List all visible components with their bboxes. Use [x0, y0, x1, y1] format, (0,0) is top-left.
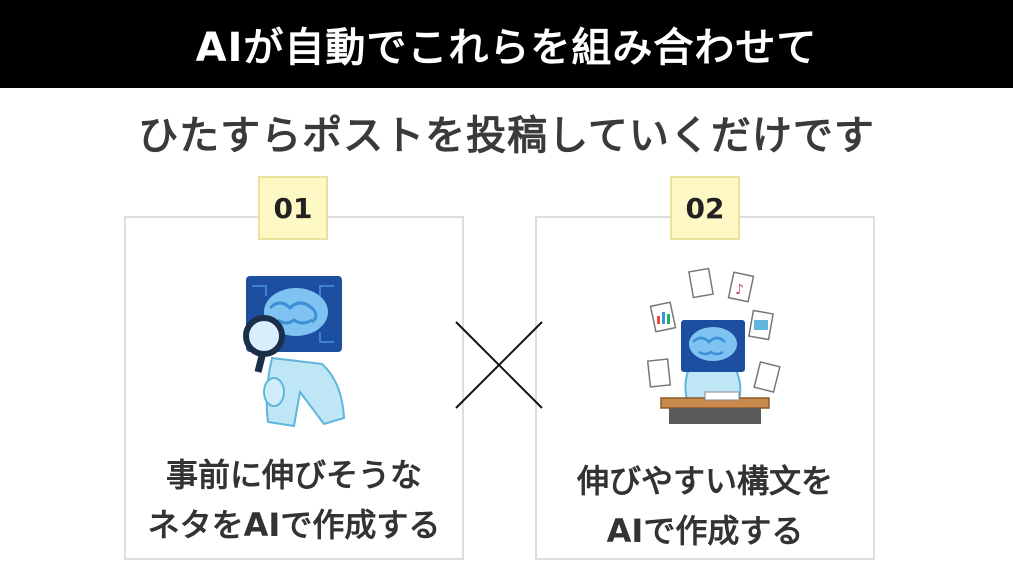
- card-02-text: 伸びやすい構文を AIで作成する: [537, 456, 873, 556]
- header-title: AIが自動でこれらを組み合わせて: [195, 25, 818, 71]
- card-02-line-2: AIで作成する: [606, 512, 804, 550]
- brain-magnifier-icon: [243, 276, 346, 428]
- header-bar: AIが自動でこれらを組み合わせて: [0, 0, 1013, 88]
- card-step-01: 事前に伸びそうな ネタをAIで作成する: [124, 216, 464, 560]
- step-badge-02: 02: [670, 176, 740, 240]
- card-01-line-1: 事前に伸びそうな: [165, 456, 422, 494]
- subtitle: ひたすらポストを投稿していくだけです: [138, 113, 875, 159]
- multiply-cross-icon: [455, 321, 543, 409]
- card-01-text: 事前に伸びそうな ネタをAIで作成する: [126, 450, 462, 550]
- step-badge-01: 01: [258, 176, 328, 240]
- card-02-line-1: 伸びやすい構文を: [576, 462, 833, 500]
- card-01-line-2: ネタをAIで作成する: [147, 506, 441, 544]
- card-step-02: ♪ 伸びやすい構文を AIで作成する: [535, 216, 875, 560]
- svg-text:♪: ♪: [735, 282, 744, 298]
- brain-writing-desk-icon: ♪: [646, 267, 781, 424]
